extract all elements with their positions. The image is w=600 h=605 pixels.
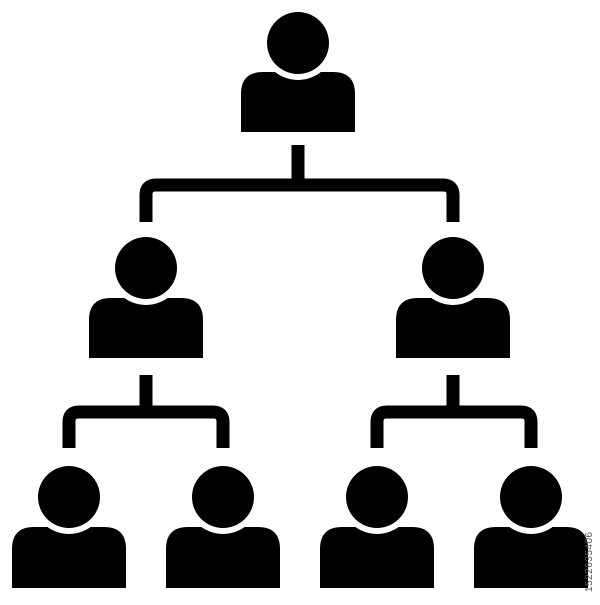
connector-left-branch <box>62 375 230 448</box>
stock-id-watermark: 1522635406 <box>584 531 595 592</box>
connectors <box>62 145 538 448</box>
person-mid-right-icon <box>396 231 510 358</box>
person-body <box>320 527 434 588</box>
people <box>12 6 588 588</box>
person-bottom-2-icon <box>166 460 280 588</box>
person-bottom-1-icon <box>12 460 126 588</box>
person-head-icon <box>192 466 254 528</box>
person-body <box>474 527 588 588</box>
connector-right-branch <box>370 375 538 448</box>
person-body <box>396 298 510 358</box>
person-head-icon <box>267 12 329 74</box>
person-body <box>166 527 280 588</box>
person-head-icon <box>500 466 562 528</box>
person-head-icon <box>38 466 100 528</box>
person-head-icon <box>346 466 408 528</box>
person-head-icon <box>115 237 177 299</box>
person-body <box>241 72 355 132</box>
connector-level-1 <box>139 145 460 222</box>
person-body <box>89 298 203 358</box>
person-bottom-3-icon <box>320 460 434 588</box>
person-mid-left-icon <box>89 231 203 358</box>
person-body <box>12 527 126 588</box>
person-head-icon <box>422 237 484 299</box>
person-top-icon <box>241 6 355 132</box>
person-bottom-4-icon <box>474 460 588 588</box>
